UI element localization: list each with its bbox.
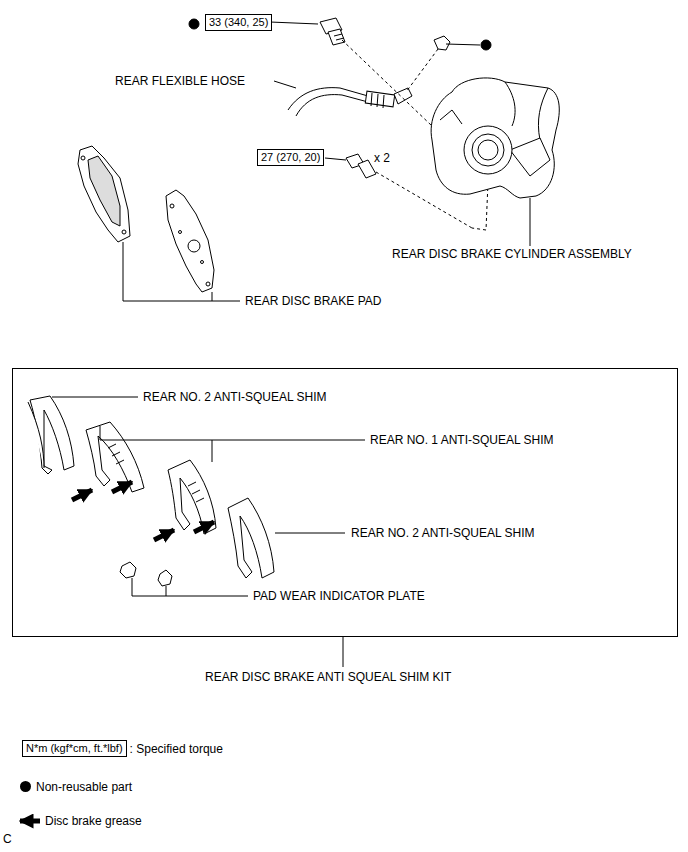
anti-squeal-shim (28, 396, 74, 474)
part-name: REAR NO. 1 ANTI-SQUEAL SHIM (369, 433, 555, 447)
hose-clip (434, 36, 480, 50)
kit-frame (13, 369, 678, 637)
torque-value: 33 (340, 25) (209, 16, 268, 28)
torque-box: 33 (340, 25) (205, 14, 272, 31)
legend-text: Disc brake grease (45, 814, 142, 828)
part-name: REAR NO. 2 ANTI-SQUEAL SHIM (142, 390, 328, 404)
legend-swatch (20, 781, 31, 792)
part-name: REAR FLEXIBLE HOSE (114, 74, 246, 88)
wear-indicator (120, 562, 172, 586)
brake-pad (78, 146, 130, 242)
figure-code: C (2, 832, 13, 846)
grease-arrow (20, 482, 214, 821)
part-name: REAR NO. 2 ANTI-SQUEAL SHIM (350, 526, 536, 540)
non-reusable-dot (189, 19, 199, 29)
part-name: REAR DISC BRAKE CYLINDER ASSEMBLY (391, 247, 633, 261)
part-name: REAR DISC BRAKE PAD (244, 294, 382, 308)
legend-text: Non-reusable part (36, 780, 132, 794)
anti-squeal-shim (86, 422, 144, 492)
part-name: REAR DISC BRAKE ANTI SQUEAL SHIM KIT (204, 670, 452, 684)
flexible-hose (250, 81, 412, 116)
caliper (431, 78, 559, 198)
anti-squeal-shim (228, 498, 274, 578)
mounting-bolt (325, 154, 376, 178)
torque-box: N*m (kgf*cm, ft.*lbf) (22, 740, 127, 757)
non-reusable-dot (481, 40, 491, 50)
part-name: PAD WEAR INDICATOR PLATE (252, 589, 426, 603)
union-bolt (320, 18, 345, 45)
torque-box: 27 (270, 20) (257, 149, 324, 166)
legend-text: : Specified torque (130, 742, 223, 756)
brake-pad (166, 190, 214, 292)
part-name: x 2 (373, 151, 391, 165)
torque-value: N*m (kgf*cm, ft.*lbf) (26, 742, 123, 754)
anti-squeal-shim (168, 460, 216, 534)
torque-value: 27 (270, 20) (261, 151, 320, 163)
